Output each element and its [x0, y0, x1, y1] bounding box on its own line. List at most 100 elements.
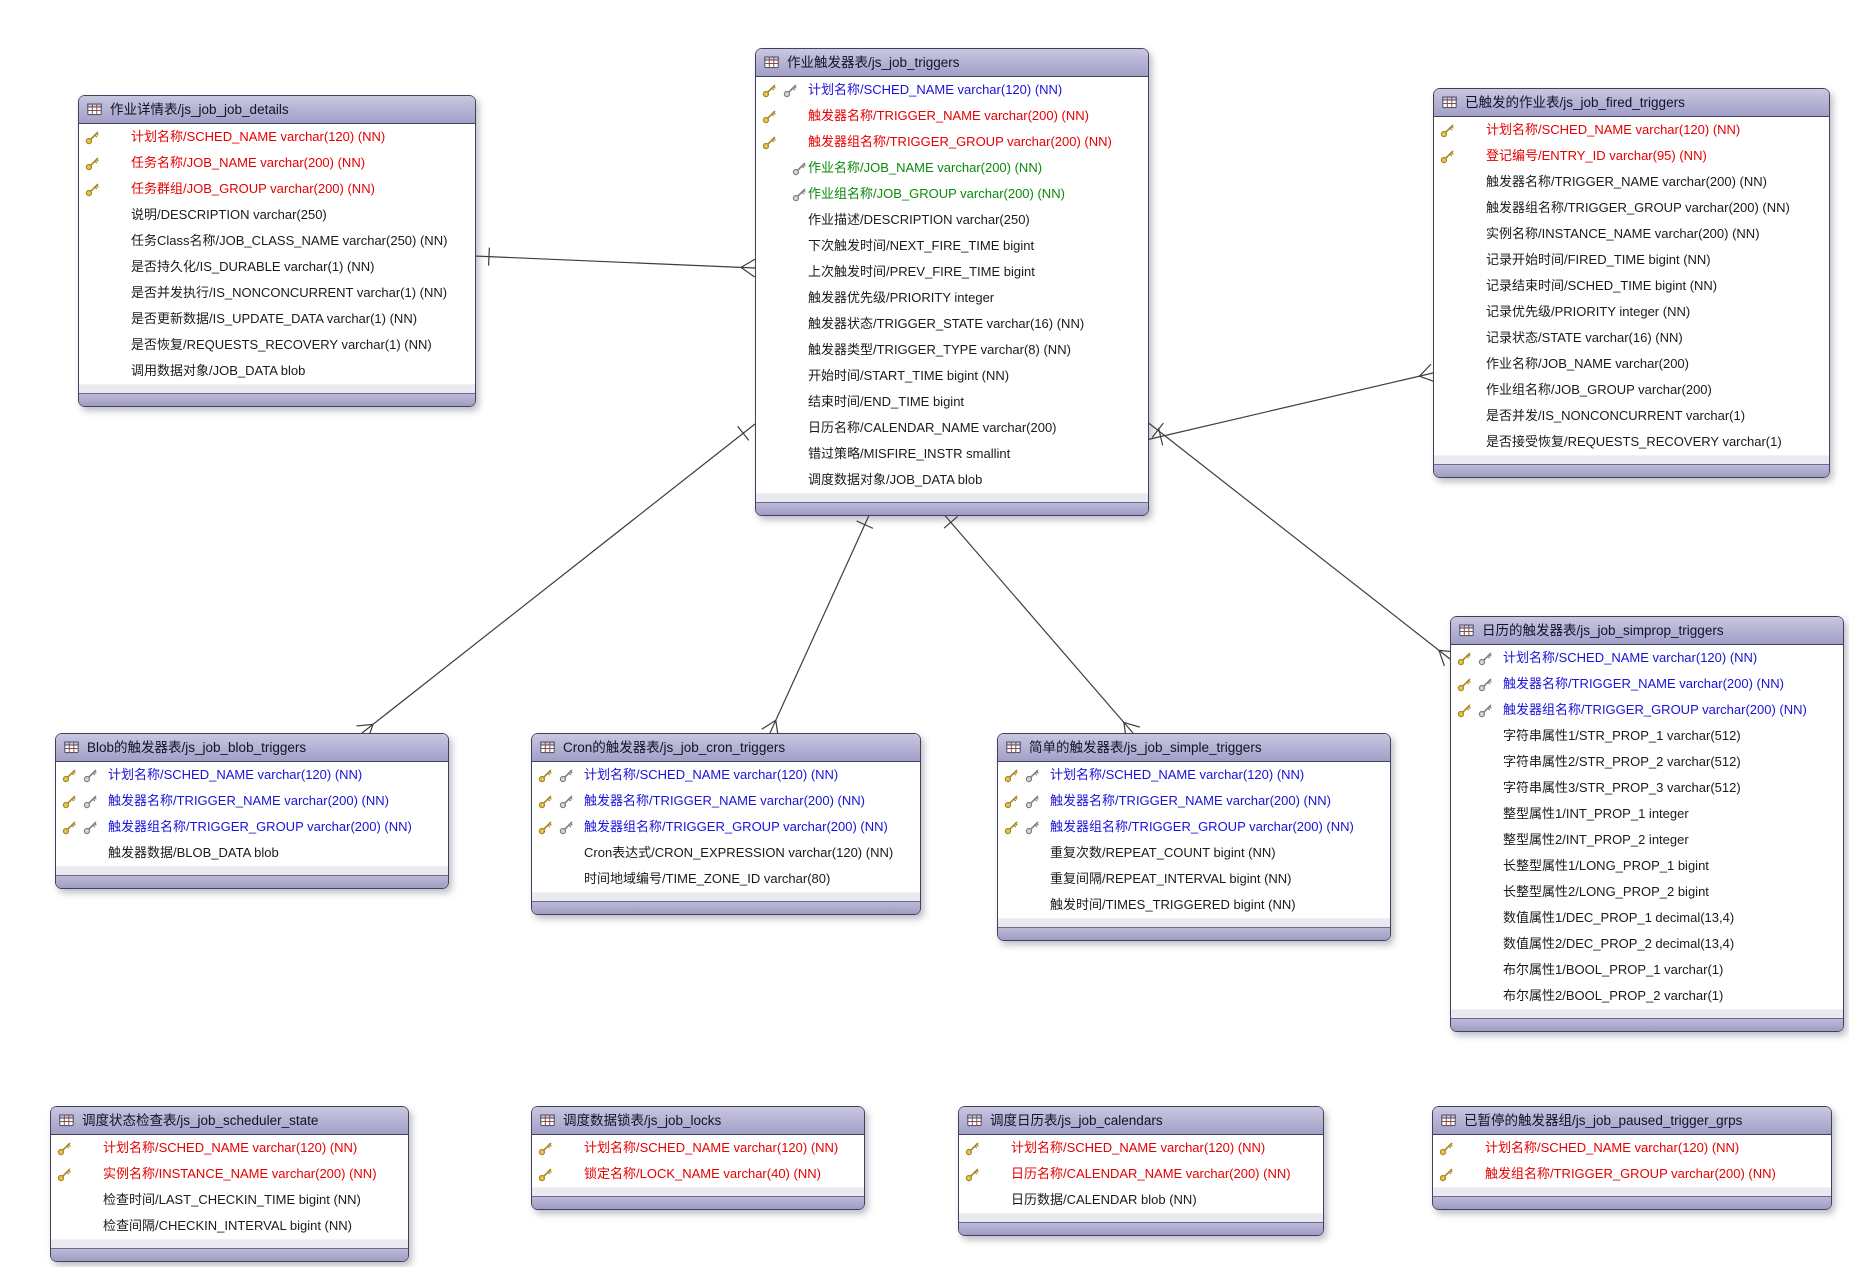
table-header[interactable]: 已触发的作业表/js_job_fired_triggers	[1434, 89, 1829, 117]
field-row[interactable]: 任务名称/JOB_NAME varchar(200) (NN)	[79, 150, 475, 176]
field-row[interactable]: 字符串属性3/STR_PROP_3 varchar(512)	[1451, 775, 1843, 801]
field-row[interactable]: 检查时间/LAST_CHECKIN_TIME bigint (NN)	[51, 1187, 408, 1213]
field-row[interactable]: 是否接受恢复/REQUESTS_RECOVERY varchar(1)	[1434, 429, 1829, 455]
field-row[interactable]: 触发器组名称/TRIGGER_GROUP varchar(200) (NN)	[756, 129, 1148, 155]
field-row[interactable]: 登记编号/ENTRY_ID varchar(95) (NN)	[1434, 143, 1829, 169]
field-row[interactable]: 调度数据对象/JOB_DATA blob	[756, 467, 1148, 493]
table-js_job_triggers[interactable]: 作业触发器表/js_job_triggers 计划名称/SCHED_NAME v…	[755, 48, 1149, 516]
field-row[interactable]: 记录优先级/PRIORITY integer (NN)	[1434, 299, 1829, 325]
field-row[interactable]: 计划名称/SCHED_NAME varchar(120) (NN)	[998, 762, 1390, 788]
table-header[interactable]: 作业触发器表/js_job_triggers	[756, 49, 1148, 77]
field-row[interactable]: 触发器名称/TRIGGER_NAME varchar(200) (NN)	[1434, 169, 1829, 195]
table-js_job_simprop_triggers[interactable]: 日历的触发器表/js_job_simprop_triggers 计划名称/SCH…	[1450, 616, 1844, 1032]
field-row[interactable]: 数值属性1/DEC_PROP_1 decimal(13,4)	[1451, 905, 1843, 931]
field-row[interactable]: 日历名称/CALENDAR_NAME varchar(200) (NN)	[959, 1161, 1323, 1187]
field-row[interactable]: 数值属性2/DEC_PROP_2 decimal(13,4)	[1451, 931, 1843, 957]
field-row[interactable]: 是否持久化/IS_DURABLE varchar(1) (NN)	[79, 254, 475, 280]
table-header[interactable]: 调度日历表/js_job_calendars	[959, 1107, 1323, 1135]
table-header[interactable]: 作业详情表/js_job_job_details	[79, 96, 475, 124]
field-row[interactable]: Cron表达式/CRON_EXPRESSION varchar(120) (NN…	[532, 840, 920, 866]
field-row[interactable]: 是否更新数据/IS_UPDATE_DATA varchar(1) (NN)	[79, 306, 475, 332]
field-row[interactable]: 触发器名称/TRIGGER_NAME varchar(200) (NN)	[756, 103, 1148, 129]
field-row[interactable]: 计划名称/SCHED_NAME varchar(120) (NN)	[79, 124, 475, 150]
field-row[interactable]: 触发器优先级/PRIORITY integer	[756, 285, 1148, 311]
field-row[interactable]: 计划名称/SCHED_NAME varchar(120) (NN)	[1434, 117, 1829, 143]
field-row[interactable]: 记录开始时间/FIRED_TIME bigint (NN)	[1434, 247, 1829, 273]
table-js_job_cron_triggers[interactable]: Cron的触发器表/js_job_cron_triggers 计划名称/SCHE…	[531, 733, 921, 915]
field-row[interactable]: 计划名称/SCHED_NAME varchar(120) (NN)	[1433, 1135, 1831, 1161]
field-row[interactable]: 说明/DESCRIPTION varchar(250)	[79, 202, 475, 228]
field-row[interactable]: 作业名称/JOB_NAME varchar(200)	[1434, 351, 1829, 377]
table-js_job_simple_triggers[interactable]: 简单的触发器表/js_job_simple_triggers 计划名称/SCHE…	[997, 733, 1391, 941]
field-row[interactable]: 触发器类型/TRIGGER_TYPE varchar(8) (NN)	[756, 337, 1148, 363]
field-row[interactable]: 上次触发时间/PREV_FIRE_TIME bigint	[756, 259, 1148, 285]
field-row[interactable]: 检查间隔/CHECKIN_INTERVAL bigint (NN)	[51, 1213, 408, 1239]
table-header[interactable]: Cron的触发器表/js_job_cron_triggers	[532, 734, 920, 762]
field-row[interactable]: 整型属性2/INT_PROP_2 integer	[1451, 827, 1843, 853]
field-row[interactable]: 结束时间/END_TIME bigint	[756, 389, 1148, 415]
field-row[interactable]: 错过策略/MISFIRE_INSTR smallint	[756, 441, 1148, 467]
field-row[interactable]: 触发器名称/TRIGGER_NAME varchar(200) (NN)	[532, 788, 920, 814]
field-row[interactable]: 布尔属性1/BOOL_PROP_1 varchar(1)	[1451, 957, 1843, 983]
field-row[interactable]: 任务群组/JOB_GROUP varchar(200) (NN)	[79, 176, 475, 202]
table-js_job_scheduler_state[interactable]: 调度状态检查表/js_job_scheduler_state 计划名称/SCHE…	[50, 1106, 409, 1262]
field-row[interactable]: 计划名称/SCHED_NAME varchar(120) (NN)	[756, 77, 1148, 103]
field-row[interactable]: 日历数据/CALENDAR blob (NN)	[959, 1187, 1323, 1213]
field-row[interactable]: 触发器名称/TRIGGER_NAME varchar(200) (NN)	[998, 788, 1390, 814]
field-row[interactable]: 锁定名称/LOCK_NAME varchar(40) (NN)	[532, 1161, 864, 1187]
field-row[interactable]: 长整型属性1/LONG_PROP_1 bigint	[1451, 853, 1843, 879]
field-row[interactable]: 实例名称/INSTANCE_NAME varchar(200) (NN)	[51, 1161, 408, 1187]
field-row[interactable]: 计划名称/SCHED_NAME varchar(120) (NN)	[1451, 645, 1843, 671]
field-row[interactable]: 日历名称/CALENDAR_NAME varchar(200)	[756, 415, 1148, 441]
field-row[interactable]: 记录状态/STATE varchar(16) (NN)	[1434, 325, 1829, 351]
relationship-line-triggers-fired[interactable]	[1145, 372, 1434, 441]
field-row[interactable]: 重复间隔/REPEAT_INTERVAL bigint (NN)	[998, 866, 1390, 892]
relationship-line-triggers-blob[interactable]	[361, 423, 756, 734]
field-row[interactable]: 长整型属性2/LONG_PROP_2 bigint	[1451, 879, 1843, 905]
field-row[interactable]: 触发器名称/TRIGGER_NAME varchar(200) (NN)	[56, 788, 448, 814]
field-row[interactable]: 触发器组名称/TRIGGER_GROUP varchar(200) (NN)	[1451, 697, 1843, 723]
field-row[interactable]: 触发器组名称/TRIGGER_GROUP varchar(200) (NN)	[1434, 195, 1829, 221]
field-row[interactable]: 是否恢复/REQUESTS_RECOVERY varchar(1) (NN)	[79, 332, 475, 358]
field-row[interactable]: 作业组名称/JOB_GROUP varchar(200) (NN)	[756, 181, 1148, 207]
field-row[interactable]: 作业名称/JOB_NAME varchar(200) (NN)	[756, 155, 1148, 181]
table-header[interactable]: 日历的触发器表/js_job_simprop_triggers	[1451, 617, 1843, 645]
field-row[interactable]: 时间地域编号/TIME_ZONE_ID varchar(80)	[532, 866, 920, 892]
table-js_job_paused_trigger_grps[interactable]: 已暂停的触发器组/js_job_paused_trigger_grps 计划名称…	[1432, 1106, 1832, 1210]
field-row[interactable]: 作业组名称/JOB_GROUP varchar(200)	[1434, 377, 1829, 403]
relationship-line-jobdetails-triggers[interactable]	[473, 255, 756, 269]
table-js_job_fired_triggers[interactable]: 已触发的作业表/js_job_fired_triggers 计划名称/SCHED…	[1433, 88, 1830, 478]
field-row[interactable]: 布尔属性2/BOOL_PROP_2 varchar(1)	[1451, 983, 1843, 1009]
field-row[interactable]: 触发器组名称/TRIGGER_GROUP varchar(200) (NN)	[56, 814, 448, 840]
table-header[interactable]: 调度数据锁表/js_job_locks	[532, 1107, 864, 1135]
relationship-line-triggers-simprop[interactable]	[1145, 420, 1451, 660]
field-row[interactable]: 实例名称/INSTANCE_NAME varchar(200) (NN)	[1434, 221, 1829, 247]
field-row[interactable]: 计划名称/SCHED_NAME varchar(120) (NN)	[56, 762, 448, 788]
table-js_job_blob_triggers[interactable]: Blob的触发器表/js_job_blob_triggers 计划名称/SCHE…	[55, 733, 449, 889]
table-js_job_job_details[interactable]: 作业详情表/js_job_job_details 计划名称/SCHED_NAME…	[78, 95, 476, 407]
table-js_job_locks[interactable]: 调度数据锁表/js_job_locks 计划名称/SCHED_NAME varc…	[531, 1106, 865, 1210]
field-row[interactable]: 计划名称/SCHED_NAME varchar(120) (NN)	[532, 762, 920, 788]
field-row[interactable]: 字符串属性2/STR_PROP_2 varchar(512)	[1451, 749, 1843, 775]
field-row[interactable]: 作业描述/DESCRIPTION varchar(250)	[756, 207, 1148, 233]
field-row[interactable]: 计划名称/SCHED_NAME varchar(120) (NN)	[51, 1135, 408, 1161]
field-row[interactable]: 触发器组名称/TRIGGER_GROUP varchar(200) (NN)	[532, 814, 920, 840]
field-row[interactable]: 触发器状态/TRIGGER_STATE varchar(16) (NN)	[756, 311, 1148, 337]
field-row[interactable]: 触发组名称/TRIGGER_GROUP varchar(200) (NN)	[1433, 1161, 1831, 1187]
field-row[interactable]: 触发器名称/TRIGGER_NAME varchar(200) (NN)	[1451, 671, 1843, 697]
field-row[interactable]: 触发时间/TIMES_TRIGGERED bigint (NN)	[998, 892, 1390, 918]
table-header[interactable]: 调度状态检查表/js_job_scheduler_state	[51, 1107, 408, 1135]
table-header[interactable]: 已暂停的触发器组/js_job_paused_trigger_grps	[1433, 1107, 1831, 1135]
field-row[interactable]: 是否并发/IS_NONCONCURRENT varchar(1)	[1434, 403, 1829, 429]
relationship-line-triggers-simple[interactable]	[940, 510, 1134, 734]
field-row[interactable]: 字符串属性1/STR_PROP_1 varchar(512)	[1451, 723, 1843, 749]
relationship-line-triggers-cron[interactable]	[769, 510, 872, 734]
field-row[interactable]: 触发器数据/BLOB_DATA blob	[56, 840, 448, 866]
field-row[interactable]: 调用数据对象/JOB_DATA blob	[79, 358, 475, 384]
field-row[interactable]: 重复次数/REPEAT_COUNT bigint (NN)	[998, 840, 1390, 866]
field-row[interactable]: 下次触发时间/NEXT_FIRE_TIME bigint	[756, 233, 1148, 259]
field-row[interactable]: 计划名称/SCHED_NAME varchar(120) (NN)	[959, 1135, 1323, 1161]
field-row[interactable]: 开始时间/START_TIME bigint (NN)	[756, 363, 1148, 389]
field-row[interactable]: 是否并发执行/IS_NONCONCURRENT varchar(1) (NN)	[79, 280, 475, 306]
table-js_job_calendars[interactable]: 调度日历表/js_job_calendars 计划名称/SCHED_NAME v…	[958, 1106, 1324, 1236]
